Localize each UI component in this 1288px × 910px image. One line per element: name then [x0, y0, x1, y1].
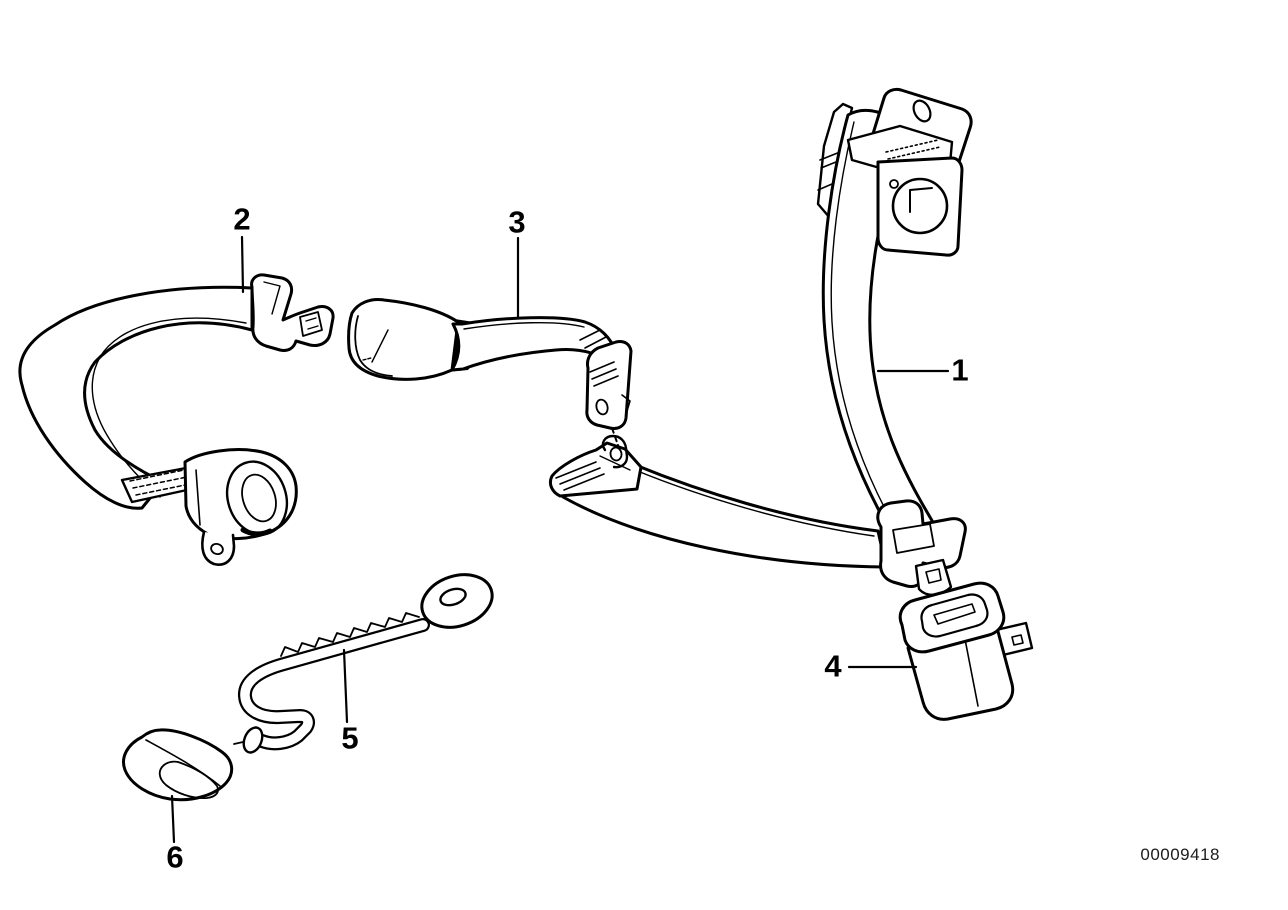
- callout-1[interactable]: 1: [951, 352, 969, 388]
- retractor-face-1: [876, 156, 964, 257]
- leader-lines: [170, 235, 950, 844]
- callout-4[interactable]: 4: [824, 648, 842, 684]
- callout-6[interactable]: 6: [166, 839, 184, 875]
- part-1-belt-retractor: [816, 87, 973, 596]
- anchor-bracket-upper: [585, 340, 633, 430]
- rod-serrations: [280, 612, 420, 657]
- diagram-code: 00009418: [1140, 845, 1220, 864]
- buckle-sleeve-3: [347, 298, 460, 381]
- belt-tongue-2: [250, 273, 335, 352]
- belt-webbing-3: [450, 316, 618, 372]
- part-2-left-belt-retractor: [18, 273, 335, 566]
- part-6-cover-cap: [122, 728, 234, 802]
- callout-2[interactable]: 2: [233, 201, 251, 237]
- assembly-dash-line: [611, 427, 620, 449]
- buckle-flange-4: [898, 581, 1006, 654]
- part-5-ratchet-rod: [233, 573, 494, 754]
- leader-line-6: [170, 794, 176, 844]
- part-3-center-belt-buckle: [347, 298, 633, 449]
- part-1-lower-belt-run: [548, 434, 888, 569]
- leader-line-5: [342, 648, 349, 724]
- part-4-buckle-receptacle: [898, 581, 1034, 721]
- leader-line-2: [240, 235, 245, 294]
- callout-5[interactable]: 5: [341, 720, 359, 756]
- callout-3[interactable]: 3: [508, 204, 526, 240]
